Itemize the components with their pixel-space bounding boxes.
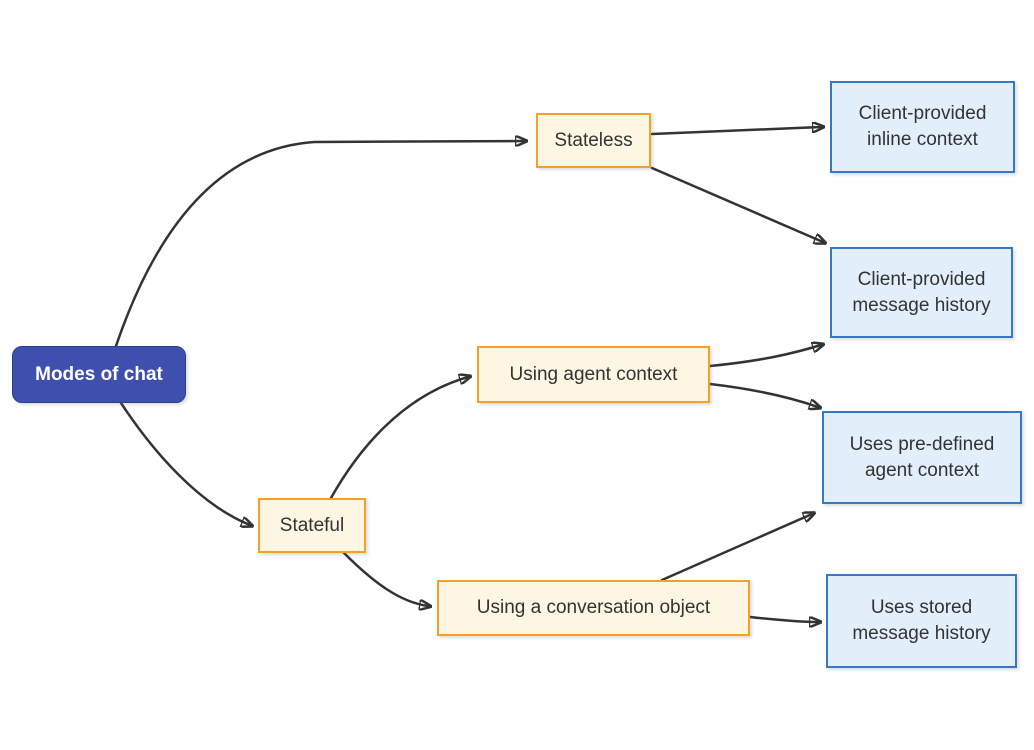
node-stateful: Stateful — [258, 498, 366, 553]
edge-stateless-to-message-history — [650, 166, 823, 242]
node-client-provided-inline-context: Client-provided inline context — [830, 81, 1015, 173]
edge-stateful-to-conversation-object — [342, 551, 428, 606]
edge-conversation-object-to-pre-defined — [660, 514, 812, 582]
edge-root-to-stateful — [119, 401, 250, 525]
node-stateless: Stateless — [536, 113, 651, 168]
node-using-agent-context: Using agent context — [477, 346, 710, 403]
edge-agent-context-to-pre-defined — [708, 382, 818, 407]
node-uses-pre-defined-agent-context: Uses pre-defined agent context — [822, 411, 1022, 504]
node-client-provided-message-history: Client-provided message history — [830, 247, 1013, 338]
edge-stateful-to-agent-context — [329, 377, 468, 500]
edge-conversation-object-to-stored-history — [748, 615, 818, 622]
edge-root-to-stateless — [114, 141, 524, 348]
node-modes-of-chat: Modes of chat — [12, 346, 186, 403]
edge-stateless-to-inline-context — [650, 127, 821, 136]
edge-agent-context-to-message-history — [708, 345, 821, 368]
node-using-conversation-object: Using a conversation object — [437, 580, 750, 636]
node-uses-stored-message-history: Uses stored message history — [826, 574, 1017, 668]
